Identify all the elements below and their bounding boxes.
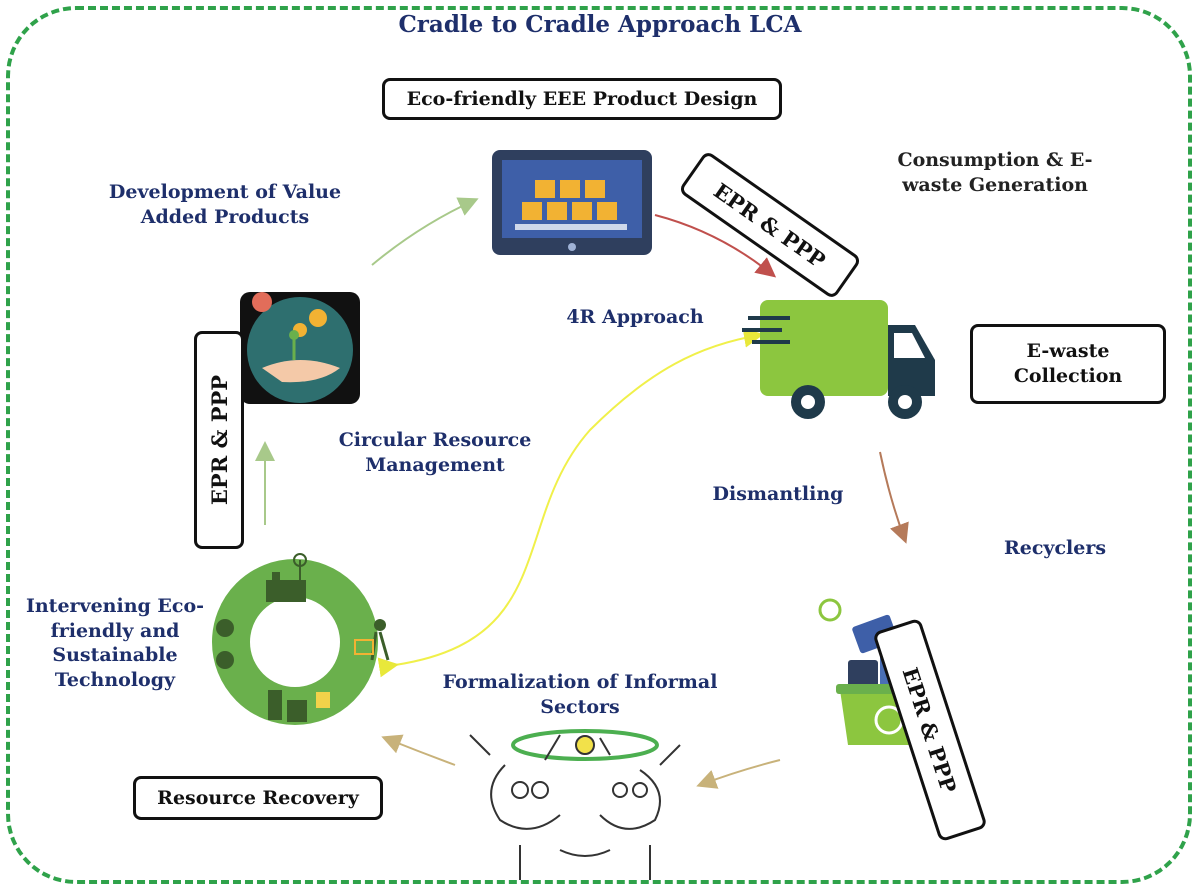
arrow-formalization-to-recovery xyxy=(381,734,456,766)
truck-icon xyxy=(742,300,935,419)
diagram-frame xyxy=(6,6,1192,884)
box-resource-recovery: Resource Recovery xyxy=(133,776,383,820)
arrow-4r-loop xyxy=(377,327,764,678)
label-formalization: Formalization of Informal Sectors xyxy=(442,671,718,718)
label-value-added: Development of Value Added Products xyxy=(108,181,342,228)
hand-coins-icon xyxy=(240,292,360,404)
box-ewaste-collection: E-waste Collection xyxy=(970,324,1166,404)
tablet-boxes-icon xyxy=(492,150,652,255)
diagram-title: Cradle to Cradle Approach LCA xyxy=(398,11,802,38)
label-dismantling: Dismantling xyxy=(712,483,844,505)
label-recyclers: Recyclers xyxy=(1003,537,1107,559)
sustainable-cycle-icon xyxy=(212,553,390,725)
collaboration-sketch-icon xyxy=(469,729,681,880)
epr-label-left: EPR & PPP xyxy=(194,331,244,549)
box-product-design: Eco-friendly EEE Product Design xyxy=(382,78,782,120)
label-consumption: Consumption & E-waste Generation xyxy=(897,149,1093,196)
arrow-design-to-consumption xyxy=(654,214,777,278)
label-circular-resource: Circular Resource Management xyxy=(338,429,532,476)
label-4r-approach: 4R Approach xyxy=(566,306,704,328)
arrow-collection-to-recyclers xyxy=(879,451,909,544)
arrow-value-to-design xyxy=(371,197,479,266)
arrow-recyclers-to-formalization xyxy=(696,759,781,789)
label-intervening-technology: Intervening Eco-friendly and Sustainable… xyxy=(25,595,205,692)
